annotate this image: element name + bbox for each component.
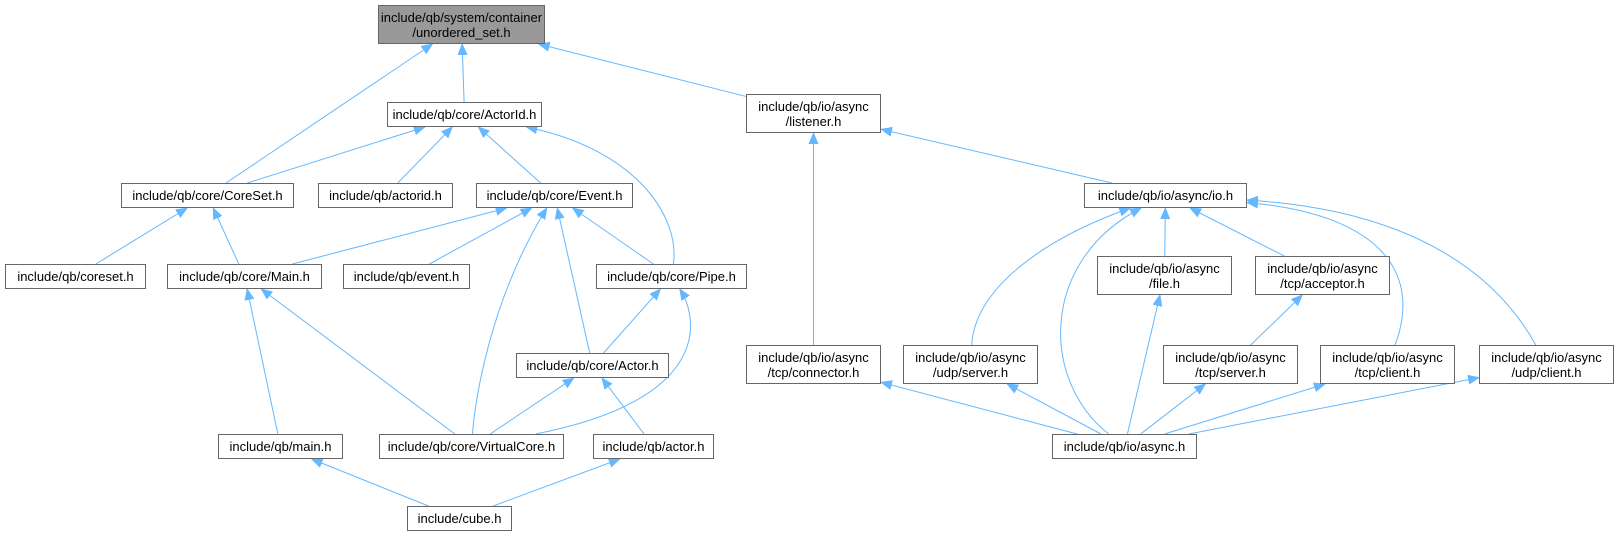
edge-event-core-to-actorid-core xyxy=(477,126,541,184)
node-label-line: include/qb/core/Main.h xyxy=(179,269,310,284)
node-listener[interactable]: include/qb/io/async/listener.h xyxy=(746,94,881,133)
edge-actor-qb-to-actor-core xyxy=(601,377,645,435)
dependency-edges xyxy=(95,41,1537,507)
node-udp-client[interactable]: include/qb/io/async/udp/client.h xyxy=(1479,345,1614,384)
node-label-line: include/qb/io/async xyxy=(1109,260,1220,276)
node-label-line: include/qb/core/CoreSet.h xyxy=(132,188,283,203)
node-label-line: /tcp/acceptor.h xyxy=(1280,275,1365,291)
edge-cube-to-actor-qb xyxy=(493,458,621,507)
node-label-line: include/qb/core/Actor.h xyxy=(526,358,659,373)
node-label-line: include/qb/main.h xyxy=(229,439,332,454)
edge-pipe-to-actorid-core xyxy=(525,124,675,265)
edge-virtualcore-to-main-core xyxy=(260,288,456,435)
node-root: include/qb/system/container/unordered_se… xyxy=(378,5,545,44)
node-label-line: include/qb/io/async/io.h xyxy=(1097,188,1234,203)
edge-acceptor-to-io xyxy=(1189,207,1285,257)
node-io[interactable]: include/qb/io/async/io.h xyxy=(1084,183,1247,208)
node-label-line: include/qb/actorid.h xyxy=(329,188,442,203)
edge-main-core-to-coreset-core xyxy=(212,207,240,265)
node-label-line: include/qb/core/Pipe.h xyxy=(607,269,736,284)
edge-async-to-file xyxy=(1126,294,1163,435)
node-label-line: include/qb/io/async xyxy=(1267,260,1378,276)
edge-cube-to-main-qb xyxy=(310,458,429,507)
edge-async-to-connector xyxy=(880,380,1078,435)
node-main-core[interactable]: include/qb/core/Main.h xyxy=(167,264,322,289)
node-connector[interactable]: include/qb/io/async/tcp/connector.h xyxy=(746,345,881,384)
edge-actor-core-to-event-core xyxy=(554,207,591,354)
edge-coreset-core-to-actorid-core xyxy=(247,125,426,184)
node-tcp-server[interactable]: include/qb/io/async/tcp/server.h xyxy=(1163,345,1298,384)
node-label-line: /file.h xyxy=(1148,275,1181,291)
node-event-qb[interactable]: include/qb/event.h xyxy=(343,264,470,289)
node-label-line: include/qb/system/container xyxy=(380,9,543,25)
node-label-line: include/qb/event.h xyxy=(353,269,460,284)
node-label-line: include/qb/actor.h xyxy=(602,439,705,454)
node-coreset-qb[interactable]: include/qb/coreset.h xyxy=(5,264,146,289)
edge-virtualcore-to-actor-core xyxy=(489,377,575,435)
node-actor-core[interactable]: include/qb/core/Actor.h xyxy=(516,353,669,378)
edge-coreset-core-to-root xyxy=(225,43,434,184)
node-coreset-core[interactable]: include/qb/core/CoreSet.h xyxy=(121,183,294,208)
node-label-line: include/qb/core/ActorId.h xyxy=(392,107,537,122)
node-virtualcore[interactable]: include/qb/core/VirtualCore.h xyxy=(379,434,564,459)
edge-virtualcore-to-event-core xyxy=(471,207,548,435)
node-actor-qb[interactable]: include/qb/actor.h xyxy=(593,434,714,459)
edge-event-qb-to-event-core xyxy=(429,207,533,265)
node-acceptor[interactable]: include/qb/io/async/tcp/acceptor.h xyxy=(1255,256,1390,295)
node-label-line: include/cube.h xyxy=(417,511,502,526)
edge-async-to-udp-server xyxy=(1006,383,1102,435)
edge-io-to-listener xyxy=(880,126,1112,184)
edge-listener-to-root xyxy=(537,41,747,97)
node-label-line: include/qb/io/async xyxy=(1175,349,1286,365)
node-label-line: /tcp/server.h xyxy=(1195,364,1266,380)
edge-coreset-qb-to-coreset-core xyxy=(95,207,188,265)
edge-virtualcore-to-pipe xyxy=(535,288,691,435)
edge-tcp-client-to-io xyxy=(1246,198,1404,346)
node-label-line: include/qb/core/Event.h xyxy=(486,188,623,203)
node-label-line: /tcp/client.h xyxy=(1354,364,1421,380)
edge-pipe-to-event-core xyxy=(571,207,654,265)
edge-async-to-tcp-client xyxy=(1164,382,1326,435)
edge-tcp-server-to-acceptor xyxy=(1250,294,1304,346)
node-file[interactable]: include/qb/io/async/file.h xyxy=(1097,256,1232,295)
node-label-line: include/qb/coreset.h xyxy=(17,269,134,284)
node-label-line: /tcp/connector.h xyxy=(767,364,860,380)
node-label-line: include/qb/io/async xyxy=(1491,349,1602,365)
node-tcp-client[interactable]: include/qb/io/async/tcp/client.h xyxy=(1320,345,1455,384)
node-async[interactable]: include/qb/io/async.h xyxy=(1052,434,1197,459)
edge-main-qb-to-main-core xyxy=(244,288,279,435)
node-label-line: /udp/server.h xyxy=(932,364,1009,380)
node-udp-server[interactable]: include/qb/io/async/udp/server.h xyxy=(903,345,1038,384)
edge-file-to-io xyxy=(1160,207,1171,257)
node-label-line: include/qb/io/async.h xyxy=(1063,439,1186,454)
edge-udp-server-to-io xyxy=(971,206,1132,346)
node-actorid-qb[interactable]: include/qb/actorid.h xyxy=(318,183,453,208)
node-label-line: include/qb/io/async xyxy=(915,349,1026,365)
node-label-line: /listener.h xyxy=(785,113,842,129)
edge-udp-client-to-io xyxy=(1246,195,1537,346)
node-pipe[interactable]: include/qb/core/Pipe.h xyxy=(596,264,747,289)
node-event-core[interactable]: include/qb/core/Event.h xyxy=(476,183,633,208)
node-cube[interactable]: include/cube.h xyxy=(407,506,512,531)
node-actorid-core[interactable]: include/qb/core/ActorId.h xyxy=(387,102,542,127)
edge-main-core-to-event-core xyxy=(292,205,508,265)
edge-async-to-io xyxy=(1060,207,1143,435)
node-label-line: /udp/client.h xyxy=(1511,364,1582,380)
edge-actorid-core-to-root xyxy=(457,43,468,103)
node-main-qb[interactable]: include/qb/main.h xyxy=(218,434,343,459)
node-label-line: include/qb/core/VirtualCore.h xyxy=(387,439,556,454)
edge-async-to-udp-client xyxy=(1188,374,1480,435)
edge-actorid-qb-to-actorid-core xyxy=(397,126,454,184)
node-label-line: include/qb/io/async xyxy=(758,349,869,365)
node-label-line: /unordered_set.h xyxy=(412,24,511,40)
node-label-line: include/qb/io/async xyxy=(1332,349,1443,365)
node-label-line: include/qb/io/async xyxy=(758,98,869,114)
edge-async-to-tcp-server xyxy=(1140,383,1207,435)
edge-actor-core-to-pipe xyxy=(603,288,662,354)
